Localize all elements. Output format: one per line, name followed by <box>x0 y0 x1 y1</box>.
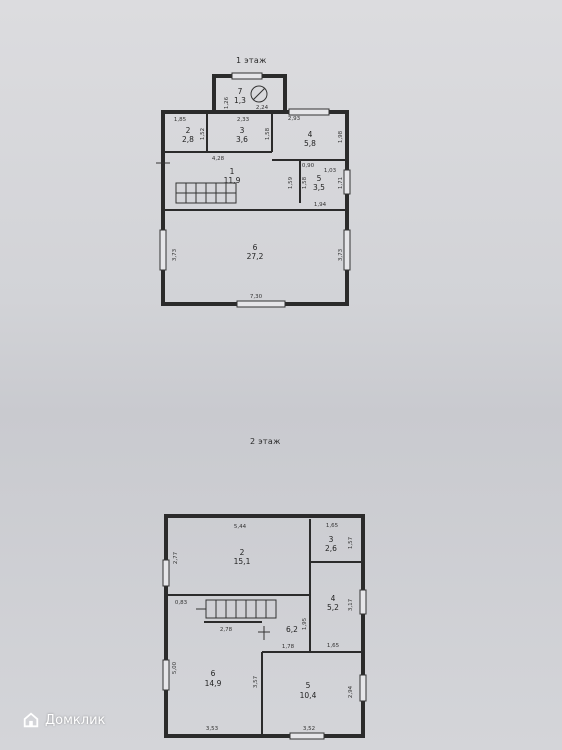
f2-dim: 3,57 <box>253 675 259 688</box>
floor2-plan: 2 15,1 3 2,6 4 5,2 6 14,9 5 10,4 6,2 5,4… <box>162 514 367 740</box>
f1-room2-area: 2,8 <box>182 135 194 144</box>
f1-window-bottom <box>236 300 286 308</box>
f2-room4-area: 5,2 <box>327 603 339 612</box>
f1-room6-area: 27,2 <box>247 252 264 261</box>
domclick-watermark: Домклик <box>22 711 105 729</box>
f1-boiler-icon <box>250 85 268 103</box>
f2-room6-area: 14,9 <box>205 679 222 688</box>
f1-dim: 3,73 <box>172 248 178 261</box>
f2-window-left-bottom <box>162 659 170 691</box>
f2-dim: 1,65 <box>327 643 340 649</box>
f2-window-bottom <box>289 732 325 740</box>
f2-room5-area: 10,4 <box>300 691 317 700</box>
f1-window-top7 <box>231 72 263 80</box>
f1-dim: 1,94 <box>314 202 327 208</box>
f2-dim: 5,44 <box>234 524 247 530</box>
f2-window-right-bottom <box>359 674 367 702</box>
f1-dim: 1,85 <box>174 117 187 123</box>
f1-dim: 7,30 <box>250 294 263 300</box>
f2-outer-wall <box>164 514 365 738</box>
f2-dim: 0,83 <box>175 600 188 606</box>
f1-room5-num: 5 <box>317 174 322 183</box>
f2-dim: 1,95 <box>302 617 308 630</box>
f2-dim: 2,94 <box>348 685 354 698</box>
f2-dim: 2,77 <box>173 551 179 564</box>
f1-dim: 0,90 <box>302 163 315 169</box>
floor1-title: 1 этаж <box>236 56 267 65</box>
f1-window-right <box>343 229 351 271</box>
f2-dim: 1,57 <box>348 536 354 549</box>
f2-dim: 1,78 <box>282 644 295 650</box>
f1-dim: 1,58 <box>265 127 271 140</box>
f2-dim: 5,00 <box>172 661 178 674</box>
f2-window-left-top <box>162 559 170 587</box>
watermark-text: Домклик <box>45 712 106 728</box>
f2-hall-area: 6,2 <box>286 625 298 634</box>
f1-dim: 4,28 <box>212 156 225 162</box>
f2-room4-num: 4 <box>331 594 336 603</box>
f2-window-right-top <box>359 589 367 615</box>
f1-dim: 1,58 <box>302 176 308 189</box>
f2-room3-num: 3 <box>329 535 334 544</box>
f2-room2-num: 2 <box>240 548 245 557</box>
f2-room2-area: 15,1 <box>234 557 251 566</box>
f1-room7-area: 1,3 <box>234 96 246 105</box>
f1-dim: 3,73 <box>338 248 344 261</box>
f2-room5-num: 5 <box>306 681 311 690</box>
f1-dim: 1,52 <box>200 128 206 140</box>
f1-staircase <box>175 182 237 204</box>
f1-dim: 1,98 <box>338 130 344 143</box>
f1-room4-num: 4 <box>308 130 313 139</box>
f1-room4-area: 5,8 <box>304 139 316 148</box>
f2-dim: 3,53 <box>206 726 219 732</box>
f1-room6-num: 6 <box>253 243 258 252</box>
f2-dim: 3,17 <box>348 598 354 611</box>
f1-room1-area: 11,9 <box>224 176 241 185</box>
f2-dim: 2,78 <box>220 627 233 633</box>
f2-dim: 1,65 <box>326 523 339 529</box>
f2-room3-area: 2,6 <box>325 544 337 553</box>
f1-dim: 1,03 <box>324 168 337 174</box>
f2-room6-num: 6 <box>211 669 216 678</box>
f1-window-left <box>159 229 167 271</box>
f1-window-right5 <box>343 169 351 195</box>
f1-room2-num: 2 <box>186 126 191 135</box>
domclick-logo-icon <box>23 712 39 728</box>
f1-room5-area: 3,5 <box>313 183 325 192</box>
f1-room1-num: 1 <box>230 167 235 176</box>
f1-room3-num: 3 <box>240 126 245 135</box>
f2-staircase <box>196 599 277 619</box>
f1-dim: 1,26 <box>224 96 230 109</box>
f2-dim: 3,52 <box>303 726 315 732</box>
f1-dim: 2,33 <box>237 117 250 123</box>
f1-dim: 1,59 <box>288 176 294 189</box>
f1-room3-area: 3,6 <box>236 135 248 144</box>
floor1-plan: 7 1,3 2 2,8 3 3,6 4 5,8 1 11,9 5 3,5 6 2… <box>156 72 351 308</box>
f1-dim: 1,71 <box>338 177 344 189</box>
f1-dim: 2,93 <box>288 116 301 122</box>
f1-dim: 2,24 <box>256 105 269 111</box>
f1-room7-num: 7 <box>238 87 243 96</box>
f1-window-top4 <box>288 108 330 116</box>
floor2-title: 2 этаж <box>250 437 281 446</box>
